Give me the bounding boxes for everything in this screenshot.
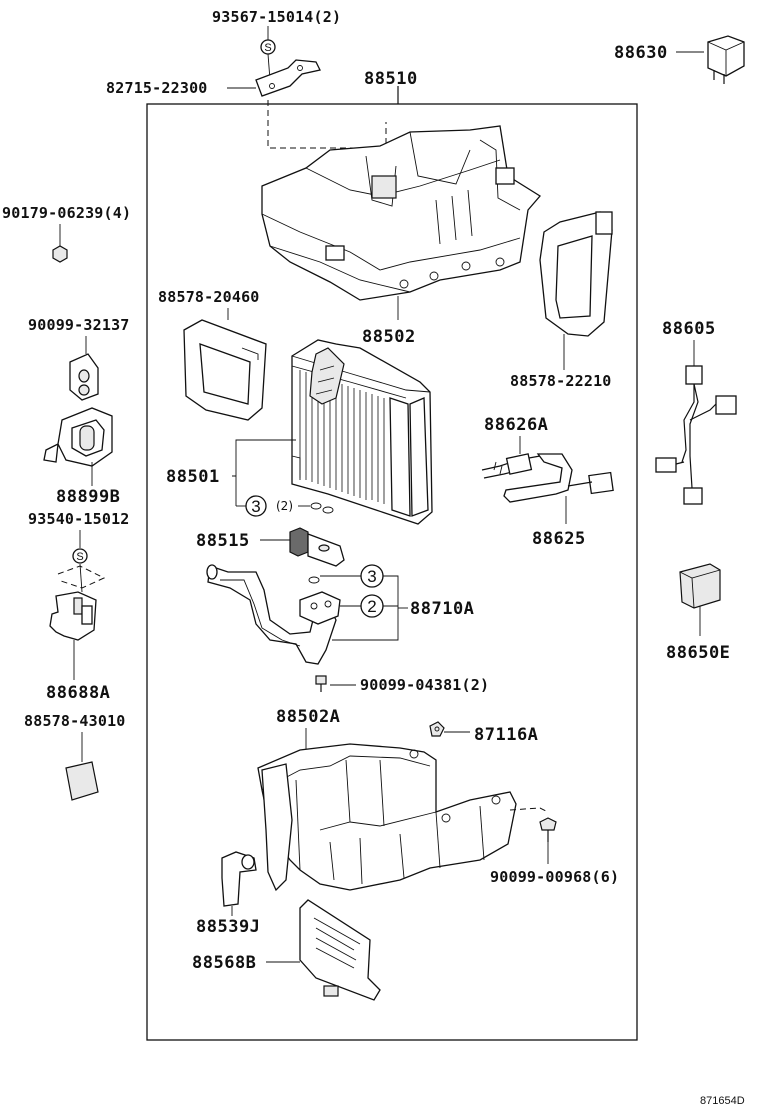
label-88578-22210[interactable]: 88578-22210	[510, 372, 612, 390]
upper-housing-88502-icon	[261, 125, 541, 301]
label-88515[interactable]: 88515	[196, 531, 250, 551]
tube-88625-icon	[503, 453, 614, 503]
label-82715-22300[interactable]: 82715-22300	[106, 79, 208, 97]
label-93540-15012[interactable]: 93540-15012	[28, 510, 130, 528]
reference-code: 871654D	[700, 1095, 745, 1107]
label-88688A[interactable]: 88688A	[46, 683, 110, 703]
bracket-82715-icon	[255, 59, 321, 97]
label-qty-2[interactable]: (2)	[276, 499, 293, 513]
relay-88630-icon	[707, 35, 745, 84]
assembly-frame	[146, 103, 638, 1041]
bolt-90099-04381-icon	[315, 675, 327, 692]
oring-icon-2	[322, 506, 334, 514]
seal-88578-22210-icon	[539, 211, 613, 337]
screw-90099-00968-icon	[539, 817, 557, 842]
label-88501[interactable]: 88501	[166, 467, 220, 487]
label-93567-15014[interactable]: 93567-15014(2)	[212, 8, 341, 26]
grommet-90099-32137-icon	[69, 353, 99, 401]
label-88626A[interactable]: 88626A	[484, 415, 548, 435]
leader-screw2	[79, 563, 83, 593]
label-90099-00968[interactable]: 90099-00968(6)	[490, 868, 619, 886]
amplifier-88650E-icon	[679, 563, 721, 609]
sensor-88515-icon	[289, 527, 345, 567]
label-88578-43010[interactable]: 88578-43010	[24, 712, 126, 730]
label-88510[interactable]: 88510	[364, 69, 418, 89]
gasket-88899B-icon	[43, 407, 113, 467]
dashed-93540	[57, 565, 106, 589]
bracket-88688A-icon	[49, 591, 97, 641]
bracket-88501	[232, 439, 296, 506]
oring-icon	[310, 502, 322, 510]
oring-3b-icon	[308, 576, 320, 584]
label-88630[interactable]: 88630	[614, 43, 668, 63]
clip-87116A-icon	[429, 721, 445, 737]
label-88568B[interactable]: 88568B	[192, 953, 256, 973]
label-88605[interactable]: 88605	[662, 319, 716, 339]
seal-88578-20460-icon	[183, 319, 267, 421]
label-90099-32137[interactable]: 90099-32137	[28, 316, 130, 334]
harness-88605-icon	[655, 365, 737, 505]
label-88650E[interactable]: 88650E	[666, 643, 730, 663]
callout-3a	[245, 495, 267, 517]
label-87116A[interactable]: 87116A	[474, 725, 538, 745]
nut-90179-icon	[52, 245, 68, 263]
label-88502A[interactable]: 88502A	[276, 707, 340, 727]
dashed-90099-00968	[509, 807, 549, 813]
label-88578-20460[interactable]: 88578-20460	[158, 288, 260, 306]
label-88899B[interactable]: 88899B	[56, 487, 120, 507]
label-88539J[interactable]: 88539J	[196, 917, 260, 937]
hose-88539J-icon	[221, 851, 257, 907]
label-90099-04381[interactable]: 90099-04381(2)	[360, 676, 489, 694]
label-88625[interactable]: 88625	[532, 529, 586, 549]
screw-s2-mark: S	[76, 551, 83, 563]
lower-housing-88502A-icon	[257, 743, 517, 892]
label-88710A[interactable]: 88710A	[410, 599, 474, 619]
pad-88578-43010-icon	[65, 761, 99, 801]
screw-s-mark: S	[264, 42, 271, 54]
callout-3b-text: 3	[367, 567, 376, 586]
pipe-88710A-icon	[206, 564, 341, 665]
label-90179-06239[interactable]: 90179-06239(4)	[2, 204, 131, 222]
screw-s2-icon	[72, 548, 88, 564]
label-88502[interactable]: 88502	[362, 327, 416, 347]
label-plate-88568B-icon	[299, 899, 381, 1001]
callout-2-text: 2	[367, 597, 376, 616]
dashed-bracket-lead	[267, 100, 387, 149]
callout-3a-text: 3	[251, 497, 260, 516]
evaporator-88501-icon	[291, 339, 433, 525]
valve-88626A-icon	[481, 453, 541, 479]
